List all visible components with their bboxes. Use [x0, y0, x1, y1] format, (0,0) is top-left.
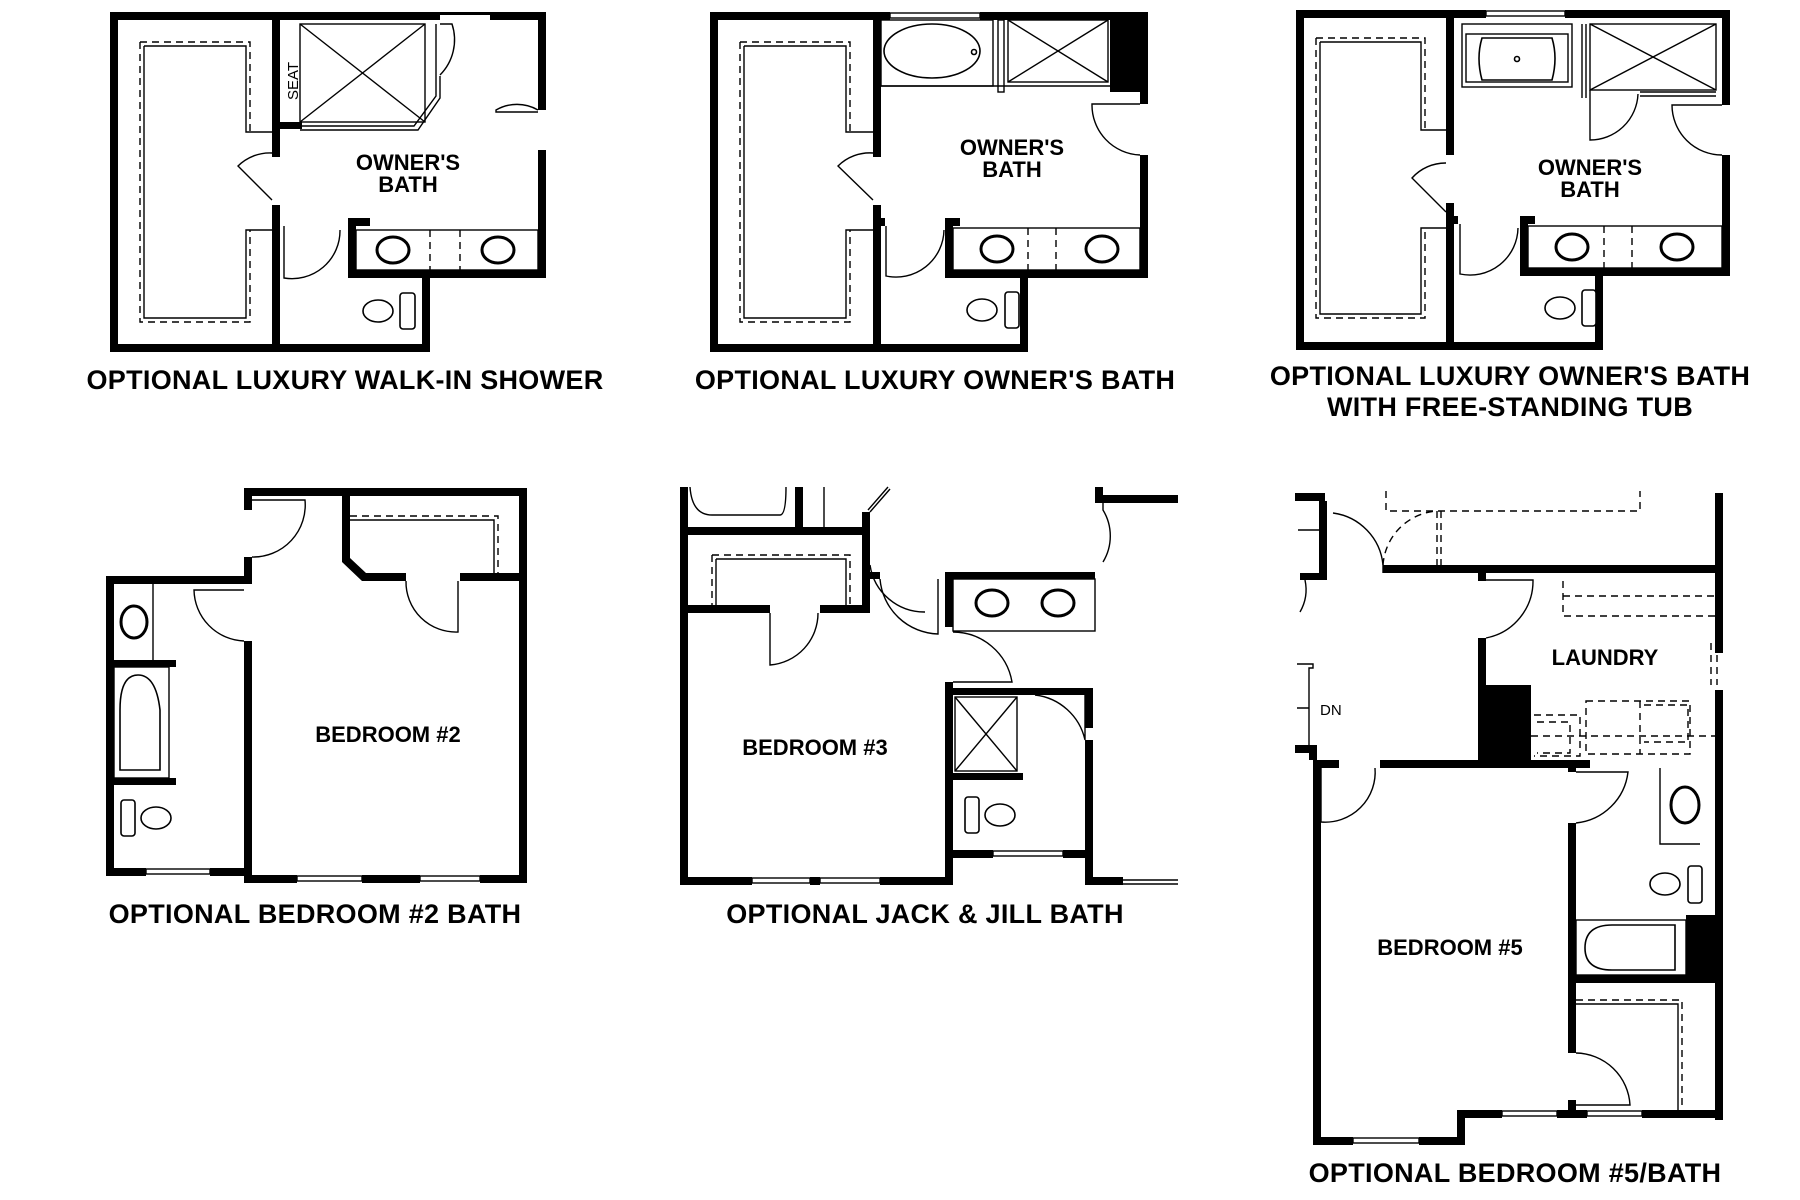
room-label-owners-bath: OWNER'S	[356, 150, 460, 175]
plan-walk-in-shower: SEAT OWNER'S BATH	[110, 12, 546, 352]
room-label-owners-bath-line2: BATH	[1560, 177, 1619, 202]
room-label-bedroom-5: BEDROOM #5	[1377, 935, 1522, 960]
plan-bedroom-5-bath: LAUNDRY DN BEDROO	[1295, 491, 1723, 1145]
caption-free-standing-tub: OPTIONAL LUXURY OWNER'S BATH WITH FREE-S…	[1240, 361, 1780, 423]
room-label-owners-bath: OWNER'S	[960, 135, 1064, 160]
room-label-bedroom-2: BEDROOM #2	[315, 722, 460, 747]
caption-bedroom-2-bath: OPTIONAL BEDROOM #2 BATH	[108, 899, 522, 929]
room-label-owners-bath-line2: BATH	[378, 172, 437, 197]
room-label-bedroom-3: BEDROOM #3	[742, 735, 887, 760]
caption-line-1: OPTIONAL LUXURY OWNER'S BATH	[1269, 361, 1751, 391]
caption-bedroom-5-bath: OPTIONAL BEDROOM #5/BATH	[1308, 1158, 1722, 1188]
caption-walk-in-shower: OPTIONAL LUXURY WALK-IN SHOWER	[86, 365, 604, 395]
seat-annotation: SEAT	[285, 62, 302, 100]
plan-bedroom-2-bath: BEDROOM #2	[106, 488, 527, 883]
plan-luxury-owners-bath: OWNER'S BATH	[710, 12, 1148, 352]
room-label-owners-bath-line2: BATH	[982, 157, 1041, 182]
plan-jack-jill-bath: BEDROOM #3	[680, 486, 1178, 885]
caption-luxury-owners-bath: OPTIONAL LUXURY OWNER'S BATH	[694, 365, 1176, 395]
plan-free-standing-tub: OWNER'S BATH	[1296, 10, 1730, 350]
stairs-down-annotation: DN	[1320, 702, 1342, 719]
room-label-owners-bath: OWNER'S	[1538, 155, 1642, 180]
room-label-laundry: LAUNDRY	[1552, 645, 1659, 670]
caption-jack-jill-bath: OPTIONAL JACK & JILL BATH	[726, 899, 1124, 929]
caption-line-2: WITH FREE-STANDING TUB	[1326, 392, 1694, 422]
